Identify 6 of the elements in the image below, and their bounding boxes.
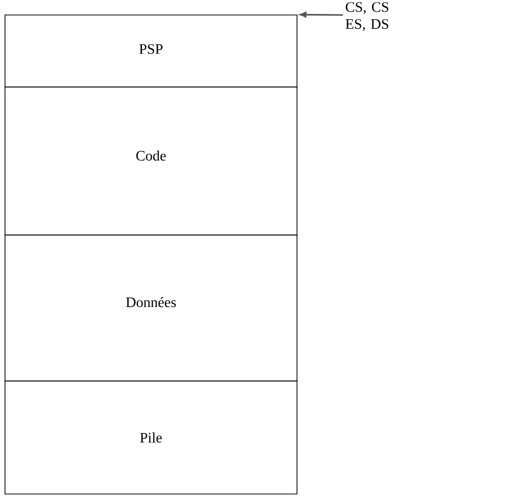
- memory-segment: Code: [4, 86, 298, 236]
- memory-segment: PSP: [4, 14, 298, 88]
- arrow: [300, 12, 343, 18]
- memory-segment: Pile: [4, 380, 298, 494]
- register-label: CS, CS ES, DS: [346, 2, 388, 32]
- memory-segment: Données: [4, 234, 298, 382]
